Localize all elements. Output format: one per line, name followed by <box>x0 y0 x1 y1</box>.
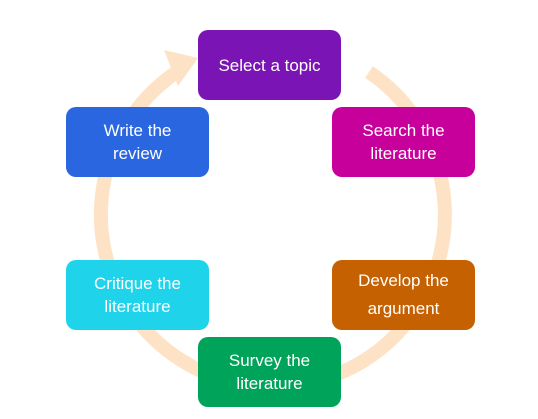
step-survey-literature-label: Survey the literature <box>228 351 311 393</box>
step-search-literature-label: Search the literature <box>362 121 445 163</box>
step-critique-literature: Critique the literature <box>66 260 209 330</box>
step-develop-argument: Develop the argument <box>332 260 475 330</box>
step-write-review-label: Write the review <box>103 121 172 163</box>
step-develop-argument-label: Develop the argument <box>358 271 449 318</box>
step-search-literature: Search the literature <box>332 107 475 177</box>
step-survey-literature: Survey the literature <box>198 337 341 407</box>
step-write-review: Write the review <box>66 107 209 177</box>
cycle-arrowhead <box>164 50 198 86</box>
step-critique-literature-label: Critique the literature <box>94 274 181 316</box>
step-select-topic: Select a topic <box>198 30 341 100</box>
step-select-topic-label: Select a topic <box>218 55 321 75</box>
